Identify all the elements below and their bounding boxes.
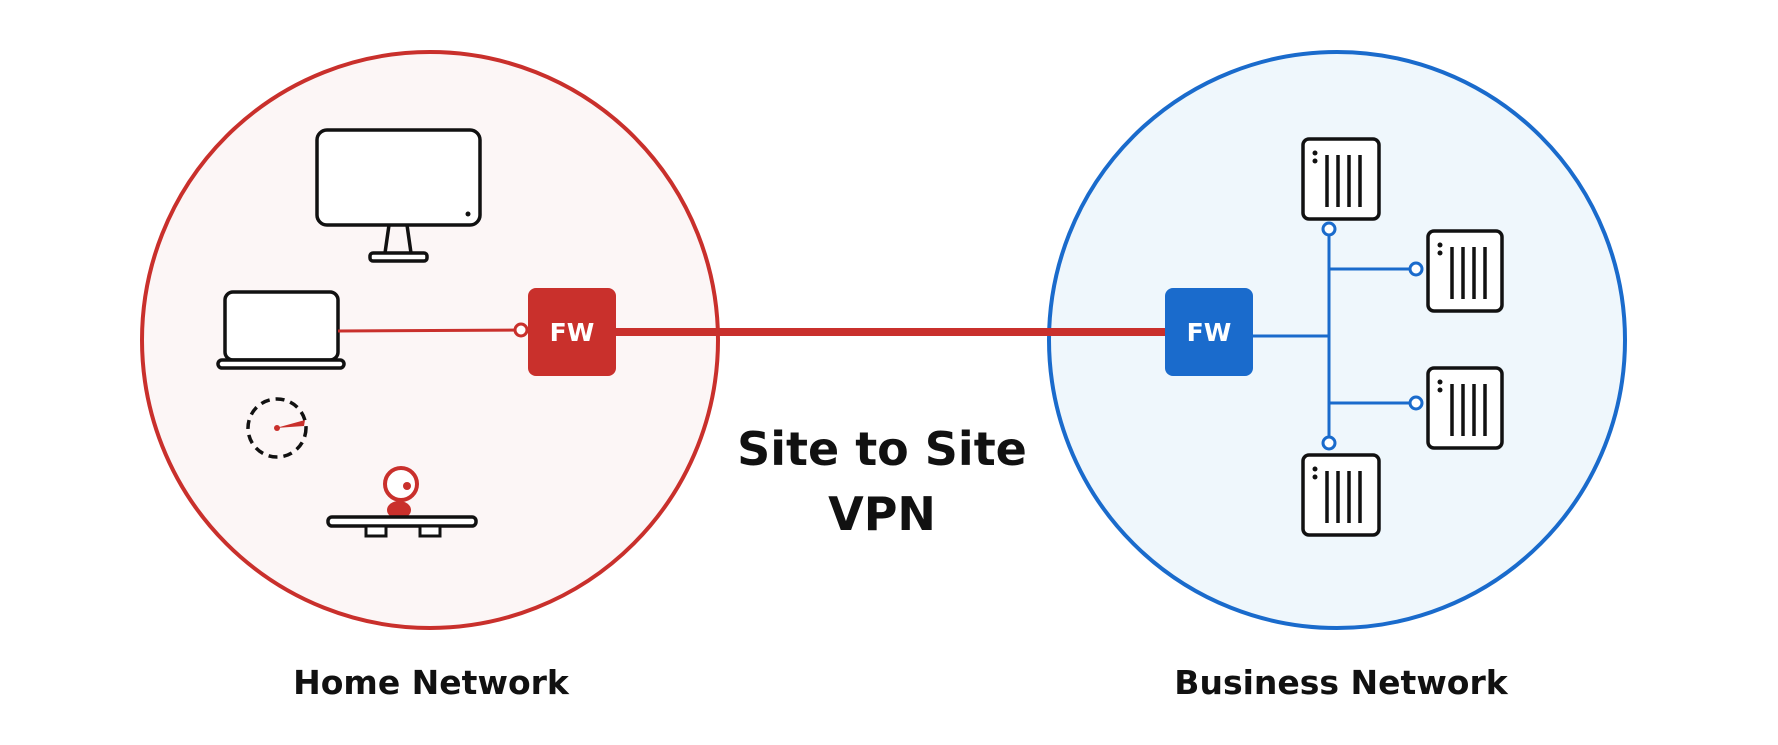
vpn-title-line2: VPN [828, 487, 936, 541]
server-icon [1426, 366, 1504, 450]
business-firewall: FW [1165, 288, 1253, 376]
server-icon [1426, 229, 1504, 313]
business-network-label: Business Network [1174, 663, 1508, 702]
business-bus [1253, 221, 1424, 451]
laptop-link [337, 322, 529, 338]
vpn-title-line1: Site to Site [737, 422, 1027, 476]
server-icon [1301, 137, 1381, 221]
server-icon [1301, 453, 1381, 537]
laptop-icon [216, 290, 346, 370]
smart-meter-icon [246, 397, 308, 459]
business-firewall-label: FW [1187, 318, 1232, 347]
home-network-label: Home Network [293, 663, 570, 702]
home-firewall: FW [528, 288, 616, 376]
home-network-circle [140, 50, 720, 630]
business-network-circle [1047, 50, 1627, 630]
monitor-icon [315, 128, 482, 263]
home-firewall-label: FW [550, 318, 595, 347]
home-network-zone [140, 50, 720, 630]
business-network-zone [1047, 50, 1627, 630]
webcam-icon [326, 466, 478, 538]
